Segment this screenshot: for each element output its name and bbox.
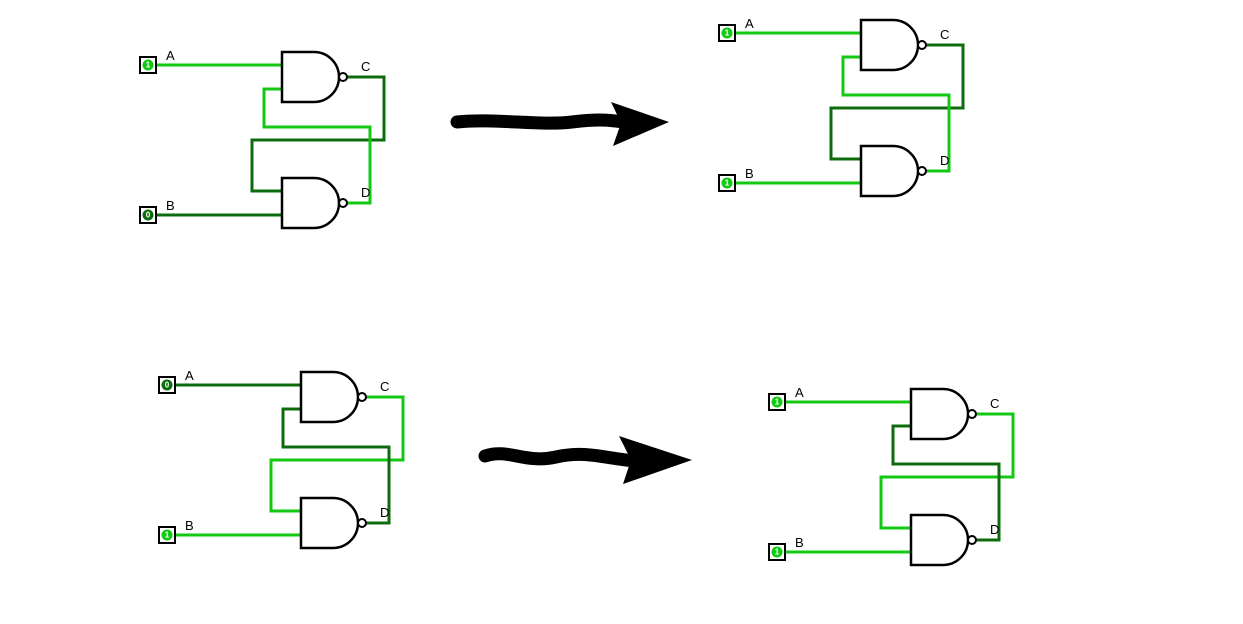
nand-gate-bottom[interactable] xyxy=(859,144,927,198)
input-state-dot xyxy=(771,396,783,408)
wire-c-feedback xyxy=(829,43,965,161)
nand-bubble-icon xyxy=(338,198,348,208)
output-d-label: D xyxy=(940,153,949,168)
arrow-shaft xyxy=(450,113,637,130)
input-state-dot xyxy=(771,546,783,558)
wire-c-feedback xyxy=(269,395,405,513)
input-b-label: B xyxy=(166,198,175,213)
sr-latch-circuit-top-right: 1 1 A B C D xyxy=(718,16,965,198)
nand-bubble-icon xyxy=(338,72,348,82)
wire-d-feedback xyxy=(841,55,951,173)
wire-c-feedback xyxy=(879,412,1015,530)
transition-arrow-top xyxy=(450,102,669,146)
output-c-label: C xyxy=(361,59,370,74)
input-b-toggle[interactable]: 0 xyxy=(139,206,157,224)
input-b-value: 0 xyxy=(146,211,151,220)
nand-gate-top[interactable] xyxy=(909,387,977,441)
wire-d-feedback xyxy=(262,87,372,205)
nand-bubble-icon xyxy=(357,518,367,528)
nand-bubble-icon xyxy=(967,409,977,419)
input-state-dot xyxy=(161,379,173,391)
input-state-dot xyxy=(161,529,173,541)
nand-gate-top[interactable] xyxy=(280,50,348,104)
output-d-label: D xyxy=(361,185,370,200)
input-b-toggle[interactable]: 1 xyxy=(718,174,736,192)
wire-c-feedback xyxy=(250,75,386,193)
input-a-value: 1 xyxy=(146,61,151,70)
input-state-dot xyxy=(721,27,733,39)
input-state-dot xyxy=(142,59,154,71)
input-a-value: 0 xyxy=(165,381,170,390)
input-b-value: 1 xyxy=(725,179,730,188)
nand-bubble-icon xyxy=(917,166,927,176)
nand-bubble-icon xyxy=(917,40,927,50)
input-b-value: 1 xyxy=(165,531,170,540)
arrow-head-icon xyxy=(619,436,692,484)
input-b-toggle[interactable]: 1 xyxy=(158,526,176,544)
input-b-toggle[interactable]: 1 xyxy=(768,543,786,561)
input-a-label: A xyxy=(185,368,194,383)
input-a-toggle[interactable]: 1 xyxy=(768,393,786,411)
wire-d-feedback xyxy=(891,424,1001,542)
sr-latch-circuit-top-left: 1 0 A B C D xyxy=(139,48,386,230)
input-a-label: A xyxy=(745,16,754,31)
input-b-label: B xyxy=(745,166,754,181)
sr-latch-circuit-bottom-left: 0 1 A B C D xyxy=(158,368,405,550)
transition-arrow-bottom xyxy=(478,436,692,484)
nand-gate-top[interactable] xyxy=(299,370,367,424)
sr-latch-circuit-bottom-right: 1 1 A B C D xyxy=(768,385,1015,567)
nand-gate-bottom[interactable] xyxy=(909,513,977,567)
input-b-value: 1 xyxy=(775,548,780,557)
nand-gate-top[interactable] xyxy=(859,18,927,72)
input-b-label: B xyxy=(185,518,194,533)
output-c-label: C xyxy=(380,379,389,394)
input-a-label: A xyxy=(166,48,175,63)
nand-bubble-icon xyxy=(357,392,367,402)
nand-bubble-icon xyxy=(967,535,977,545)
input-state-dot xyxy=(721,177,733,189)
input-state-dot xyxy=(142,209,154,221)
input-a-value: 1 xyxy=(775,398,780,407)
input-b-label: B xyxy=(795,535,804,550)
nand-gate-bottom[interactable] xyxy=(280,176,348,230)
output-d-label: D xyxy=(380,505,389,520)
input-a-toggle[interactable]: 1 xyxy=(139,56,157,74)
input-a-label: A xyxy=(795,385,804,400)
output-d-label: D xyxy=(990,522,999,537)
arrow-head-icon xyxy=(611,102,669,146)
output-c-label: C xyxy=(940,27,949,42)
output-c-label: C xyxy=(990,396,999,411)
nand-gate-bottom[interactable] xyxy=(299,496,367,550)
input-a-toggle[interactable]: 0 xyxy=(158,376,176,394)
arrow-shaft xyxy=(478,447,643,468)
wire-d-feedback xyxy=(281,407,391,525)
input-a-toggle[interactable]: 1 xyxy=(718,24,736,42)
input-a-value: 1 xyxy=(725,29,730,38)
